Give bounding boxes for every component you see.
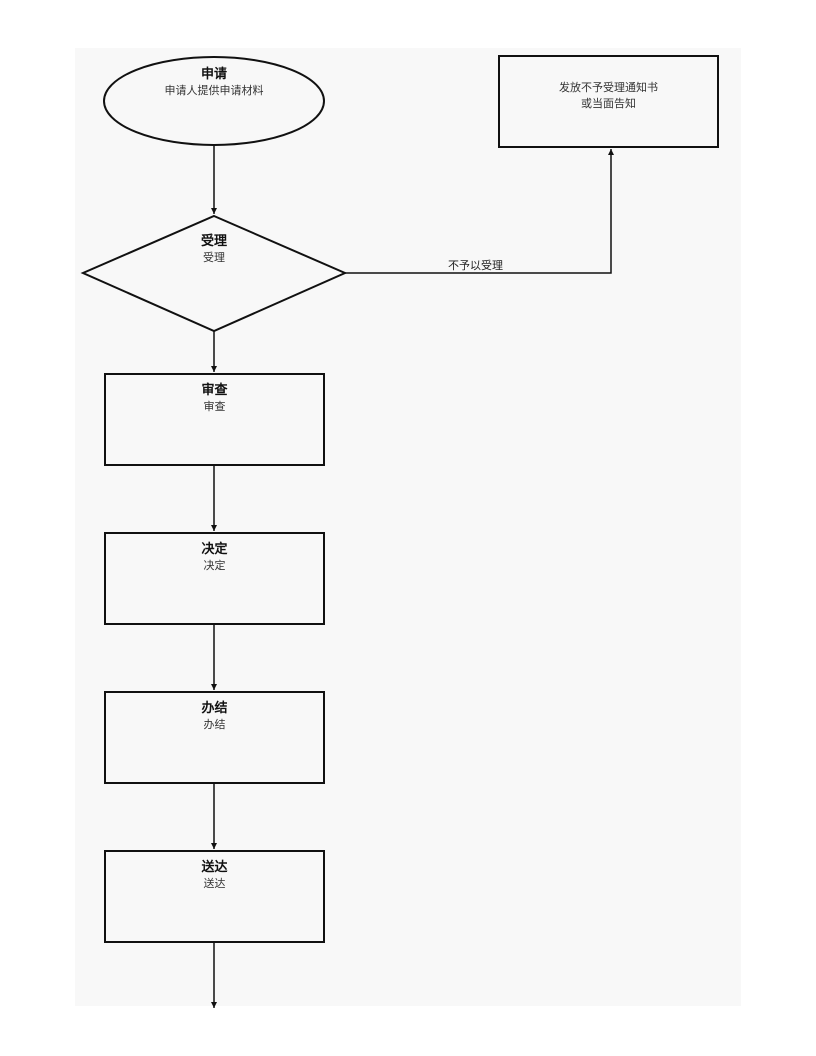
apply-label: 申请 申请人提供申请材料 [124,67,304,99]
review-node [104,373,325,466]
edge-accept-notice [345,149,614,274]
decide-node [104,532,325,625]
reject-edge-label: 不予以受理 [448,259,503,272]
decide-subtitle: 决定 [203,559,226,572]
accept-label: 受理 受理 [154,234,274,266]
complete-node [104,691,325,784]
decide-title: 决定 [201,542,228,557]
accept-title: 受理 [200,234,227,249]
deliver-subtitle: 送达 [203,877,226,890]
review-title: 审查 [201,383,228,398]
apply-title: 申请 [200,67,227,82]
notice-node [498,55,719,148]
decide-label: 决定 决定 [105,542,324,574]
review-label: 审查 审查 [105,383,324,415]
notice-label: 发放不予受理通知书 或当面告知 [505,80,712,112]
diagram-page [75,48,741,1006]
notice-line-2: 或当面告知 [581,97,636,110]
deliver-node [104,850,325,943]
accept-subtitle: 受理 [203,251,225,264]
review-subtitle: 审查 [203,400,226,413]
complete-subtitle: 办结 [203,718,226,731]
complete-title: 办结 [201,701,228,716]
notice-line-1: 发放不予受理通知书 [559,81,658,94]
apply-subtitle: 申请人提供申请材料 [164,84,264,97]
deliver-title: 送达 [201,860,228,875]
complete-label: 办结 办结 [105,701,324,733]
deliver-label: 送达 送达 [105,860,324,892]
